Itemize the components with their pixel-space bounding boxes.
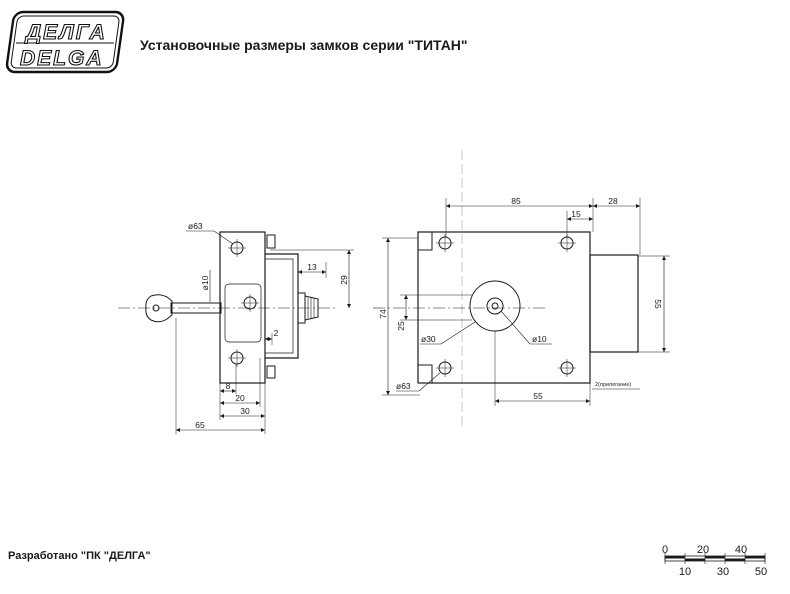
side-dim-13: 13 (307, 262, 317, 272)
front-dim-d30: ø30 (421, 334, 436, 344)
page-title: Установочные размеры замков серии "ТИТАН… (140, 37, 468, 53)
side-dim-20: 20 (235, 393, 245, 403)
front-dim-28: 28 (608, 196, 618, 206)
front-dim-55-horizontal: 55 (533, 391, 543, 401)
front-d63-leader-b (418, 372, 441, 392)
cylinder-outer-circle (469, 280, 521, 332)
logo-text-latin: DELGA (20, 47, 104, 70)
front-dim-55-vertical: 55 (653, 299, 663, 309)
logo-inner-border (10, 15, 120, 69)
bolt-housing-inner (265, 258, 294, 354)
front-dim-85: 85 (511, 196, 521, 206)
front-dim-74: 74 (378, 309, 388, 319)
scale-label-50: 50 (755, 566, 767, 578)
key-bow (145, 294, 173, 323)
scale-label-40: 40 (735, 544, 747, 556)
front-dim-gap-note: 2(прилегание) (595, 382, 631, 388)
scale-segment-top-1 (705, 556, 725, 559)
front-dim-25: 25 (396, 321, 406, 331)
side-dim-30: 30 (240, 406, 250, 416)
plate-notch-top (418, 232, 433, 251)
side-dim-2: 2 (274, 328, 279, 338)
side-tab-bottom (266, 365, 276, 379)
side-dim-29: 29 (339, 275, 349, 285)
key-shaft (170, 302, 222, 314)
side-dim-d63: ø63 (188, 221, 203, 231)
side-view-labels: ø63 ø10 13 29 2 8 20 30 65 (188, 221, 349, 430)
front-dim-d10: ø10 (532, 334, 547, 344)
front-dim-15: 15 (571, 209, 581, 219)
side-dim-65: 65 (195, 420, 205, 430)
scale-label-10: 10 (679, 566, 691, 578)
developer-credit: Разработано "ПК "ДЕЛГА" (8, 550, 151, 562)
logo-text-cyrillic: ДЕЛГА (24, 21, 107, 44)
scale-segment-top-0 (665, 556, 685, 559)
logo-outer-border (5, 10, 125, 74)
side-d63-leader-b (213, 230, 234, 245)
side-tab-top (266, 234, 276, 249)
scale-bar-labels: 0 20 40 10 30 50 (662, 544, 767, 578)
key-bow-hole (152, 304, 160, 312)
cylinder-center-circle (491, 302, 499, 310)
front-view-labels: 85 15 28 55 74 25 ø30 ø10 ø63 55 2(приле… (378, 196, 663, 401)
lock-plate-front (417, 231, 591, 384)
front-view-drawing (373, 150, 670, 430)
scale-segment-top-2 (745, 556, 765, 559)
scale-label-30: 30 (717, 566, 729, 578)
scale-label-0: 0 (662, 544, 668, 556)
scale-segment-bottom-0 (685, 558, 705, 561)
front-d10-leader-b (500, 310, 531, 345)
plate-notch-bottom (418, 364, 433, 383)
cylinder-housing (589, 254, 639, 353)
front-dim-d63: ø63 (396, 381, 411, 391)
logo-frame (5, 10, 125, 74)
plate-cylinder-recess (224, 283, 262, 343)
company-logo: ДЕЛГА DELGA (5, 10, 125, 74)
scale-label-20: 20 (697, 544, 709, 556)
side-view-drawing (118, 230, 354, 434)
scale-bar-graphic (664, 553, 766, 564)
lock-plate-side (219, 231, 266, 384)
scale-segment-bottom-1 (725, 558, 745, 561)
cylinder-knob (304, 295, 319, 321)
side-dim-8: 8 (226, 381, 231, 391)
side-dim-d10: ø10 (200, 275, 210, 290)
cylinder-inner-circle (486, 297, 504, 315)
front-d30-leader-b (440, 321, 476, 345)
